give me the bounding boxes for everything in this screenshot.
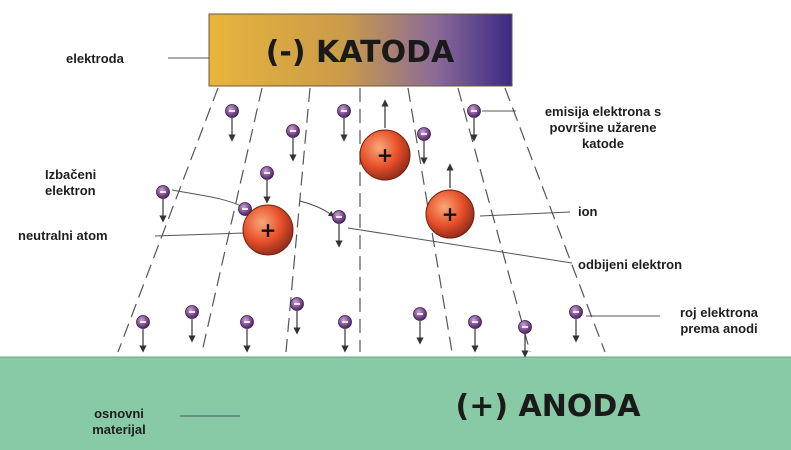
ion-plus-sign: +: [377, 143, 394, 167]
label-emisija-line3: katode: [582, 136, 624, 151]
electron: [260, 166, 274, 204]
field-line: [504, 87, 606, 353]
cathode-electrode: [208, 13, 513, 87]
electron: [225, 104, 239, 142]
electron: [286, 124, 300, 162]
electron: [518, 320, 532, 358]
electron: [185, 305, 199, 343]
anode-base-material: [0, 357, 791, 450]
electron: [337, 104, 351, 142]
label-neutralni-atom: neutralni atom: [18, 228, 108, 243]
callout-lines: [154, 57, 660, 417]
label-roj-elektrona: roj elektrona prema anodi: [660, 305, 778, 337]
electron: [240, 315, 254, 353]
ion: +: [425, 189, 475, 239]
label-osnovni-materijal: osnovni materijal: [64, 406, 174, 438]
label-roj-line2: prema anodi: [680, 321, 758, 336]
cathode-label: (-) KATODA: [266, 35, 455, 70]
electron-repelled: [332, 210, 346, 248]
ion-arrows: [381, 99, 454, 188]
field-lines: [117, 87, 606, 353]
label-osnovni-line1: osnovni: [94, 406, 144, 421]
label-odbijeni-elektron: odbijeni elektron: [578, 257, 683, 272]
label-ion: ion: [578, 204, 598, 219]
electron: [468, 315, 482, 353]
label-osnovni-line2: materijal: [92, 422, 146, 437]
field-line: [117, 87, 219, 353]
ion-plus-sign: +: [442, 202, 459, 226]
electron-ejected: [156, 185, 170, 223]
electrons: [136, 104, 583, 358]
label-emisija: emisija elektrona s površine užarene kat…: [518, 104, 688, 152]
callout-izbaceni: [171, 189, 244, 208]
label-izbaceni-line2: elektron: [45, 183, 96, 198]
atom-plus-sign: +: [260, 218, 277, 242]
field-line: [285, 87, 311, 353]
anode-label: (+) ANODA: [456, 389, 642, 424]
label-izbaceni-elektron: Izbačeni elektron: [45, 167, 96, 199]
label-emisija-line2: površine užarene: [549, 120, 657, 135]
field-line: [457, 87, 531, 353]
particles-large: + + +: [242, 129, 475, 256]
label-emisija-line1: emisija elektrona s: [544, 104, 662, 119]
electron: [338, 315, 352, 353]
scatter-trajectory: [299, 200, 335, 217]
callout-odbijeni: [347, 227, 573, 264]
neutral-atom: +: [242, 204, 294, 256]
label-roj-line1: roj elektrona: [679, 305, 759, 320]
field-line: [201, 87, 263, 353]
ion: +: [359, 129, 411, 181]
callout-neutralni: [154, 232, 245, 237]
electron: [413, 307, 427, 345]
callout-ion: [479, 211, 571, 217]
electron: [467, 104, 481, 142]
electron: [136, 315, 150, 353]
label-elektroda: elektroda: [66, 51, 124, 66]
electron: [290, 297, 304, 335]
electron: [238, 202, 252, 216]
trajectory-path: [299, 200, 335, 217]
electron: [569, 305, 583, 343]
label-izbaceni-line1: Izbačeni: [45, 167, 97, 182]
electron: [417, 127, 431, 165]
